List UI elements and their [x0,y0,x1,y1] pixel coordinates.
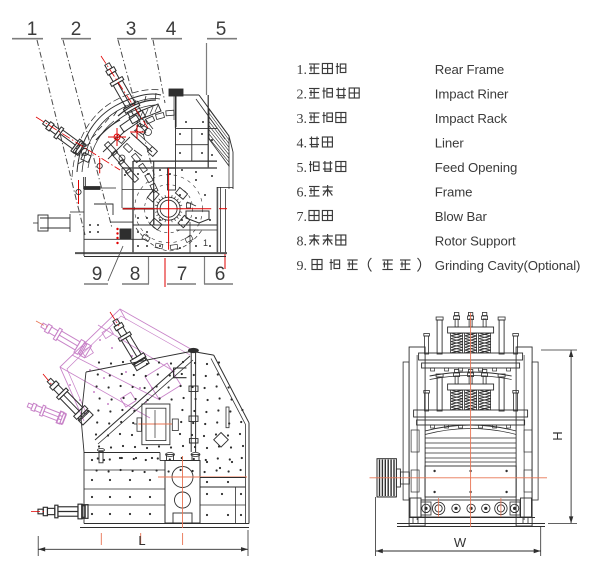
svg-text:Grinding Cavity(Optional): Grinding Cavity(Optional) [435,258,581,273]
svg-text:3: 3 [126,19,137,40]
svg-text:7.: 7. [297,210,308,225]
svg-text:6.: 6. [297,186,308,201]
svg-text:Frame: Frame [435,185,473,200]
svg-text:Rear Frame: Rear Frame [435,62,504,77]
svg-text:9.: 9. [297,259,308,274]
svg-text:W: W [454,535,467,550]
svg-text:2: 2 [71,19,82,40]
svg-text:L: L [138,533,145,548]
svg-text:7: 7 [177,264,188,285]
svg-text:8.: 8. [297,235,308,250]
svg-text:Feed Opening: Feed Opening [435,160,517,175]
svg-text:1: 1 [27,19,38,40]
svg-text:Impact Rack: Impact Rack [435,111,508,126]
svg-text:3.: 3. [297,112,308,127]
svg-text:9: 9 [92,264,103,285]
svg-text:5.: 5. [297,161,308,176]
svg-text:4: 4 [166,19,177,40]
svg-text:H: H [550,431,565,440]
svg-text:Blow Bar: Blow Bar [435,209,488,224]
svg-text:8: 8 [130,264,141,285]
svg-text:1: 1 [203,238,208,248]
svg-text:4.: 4. [297,137,308,152]
svg-text:Impact Riner: Impact Riner [435,87,509,102]
svg-text:2.: 2. [297,88,308,103]
svg-text:6: 6 [215,264,226,285]
svg-text:5: 5 [216,19,227,40]
svg-text:Liner: Liner [435,136,465,151]
svg-text:Rotor Support: Rotor Support [435,234,516,249]
svg-text:1.: 1. [297,63,308,78]
